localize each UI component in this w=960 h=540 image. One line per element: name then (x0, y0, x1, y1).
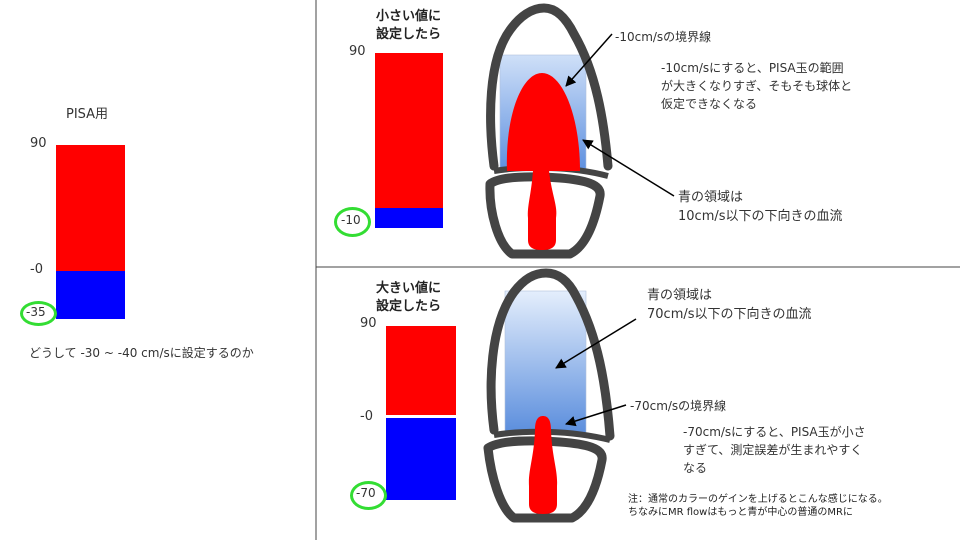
top-heart-diagram (485, 3, 613, 259)
left-colorbar-red (56, 145, 125, 271)
bottom-blue-region-line2: 70cm/s以下の下向きの血流 (647, 307, 812, 322)
bottom-colorbar-red (386, 326, 456, 415)
bottom-heading-line1: 大きい値に (376, 281, 442, 296)
bottom-heart-outline (486, 268, 615, 441)
top-red-jet (527, 171, 557, 250)
bottom-heading: 大きい値に 設定したら (376, 280, 441, 316)
bottom-max-label: 90 (360, 316, 377, 331)
top-blue-region-line1: 青の領域は (678, 190, 744, 205)
bottom-min-highlight-ring (350, 481, 387, 510)
top-heading-line2: 設定したら (376, 27, 442, 42)
top-heading: 小さい値に 設定したら (376, 8, 441, 44)
bottom-footnote-line1: 注：通常のカラーのゲインを上げるとこんな感じになる。 (628, 494, 888, 505)
bottom-footnote: 注：通常のカラーのゲインを上げるとこんな感じになる。 ちなみにMR flowはも… (628, 493, 888, 519)
left-max-label: 90 (30, 136, 47, 151)
top-explanation: -10cm/sにすると、PISA玉の範囲 が大きくなりすぎ、そもそも球体と 仮定… (661, 59, 852, 113)
bottom-footnote-line2: ちなみにMR flowはもっと青が中心の普通のMRに (628, 507, 853, 518)
top-colorbar-blue (375, 208, 443, 228)
left-question: どうして -30 ~ -40 cm/sに設定するのか (29, 346, 254, 360)
bottom-blue-region-line1: 青の領域は (647, 288, 713, 303)
bottom-flow-region (504, 290, 587, 434)
bottom-heart-diagram (483, 268, 615, 523)
top-blue-region-line2: 10cm/s以下の下向きの血流 (678, 209, 843, 224)
top-heading-line1: 小さい値に (376, 9, 442, 24)
top-boundary-label: -10cm/sの境界線 (615, 30, 712, 44)
top-blue-region-note: 青の領域は 10cm/s以下の下向きの血流 (678, 188, 843, 226)
left-colorbar-blue (56, 271, 125, 319)
top-explanation-line2: が大きくなりすぎ、そもそも球体と (661, 79, 853, 93)
top-min-label: -10 (341, 213, 361, 227)
bottom-explanation-line3: なる (683, 461, 708, 475)
bottom-blue-region-arrow (555, 318, 637, 369)
top-boundary-arrow (565, 33, 613, 87)
bottom-colorbar-blue (386, 418, 456, 500)
top-min-highlight-ring (334, 207, 371, 237)
bottom-min-label: -70 (356, 486, 376, 500)
top-explanation-line3: 仮定できなくなる (661, 97, 758, 111)
left-min-label: -35 (26, 305, 46, 319)
bottom-red-jet (528, 416, 558, 514)
top-heart-outline (486, 3, 613, 171)
bottom-heading-line2: 設定したら (376, 299, 442, 314)
bottom-zero-label: -0 (360, 409, 373, 424)
bottom-blue-region-note: 青の領域は 70cm/s以下の下向きの血流 (647, 286, 812, 324)
top-max-label: 90 (349, 44, 366, 59)
top-pisa-red-dome (506, 73, 580, 171)
top-explanation-line1: -10cm/sにすると、PISA玉の範囲 (661, 61, 844, 75)
bottom-explanation: -70cm/sにすると、PISA玉が小さ すぎて、測定誤差が生まれやすく なる (683, 423, 866, 477)
bottom-boundary-label: -70cm/sの境界線 (630, 399, 727, 413)
top-blue-region-arrow (582, 139, 675, 197)
bottom-explanation-line1: -70cm/sにすると、PISA玉が小さ (683, 425, 866, 439)
left-min-highlight-ring (20, 301, 57, 326)
left-zero-label: -0 (30, 262, 43, 277)
bottom-boundary-arrow (564, 404, 627, 427)
bottom-explanation-line2: すぎて、測定誤差が生まれやすく (683, 443, 863, 457)
left-title: PISA用 (66, 107, 109, 122)
top-colorbar-red (375, 53, 443, 208)
